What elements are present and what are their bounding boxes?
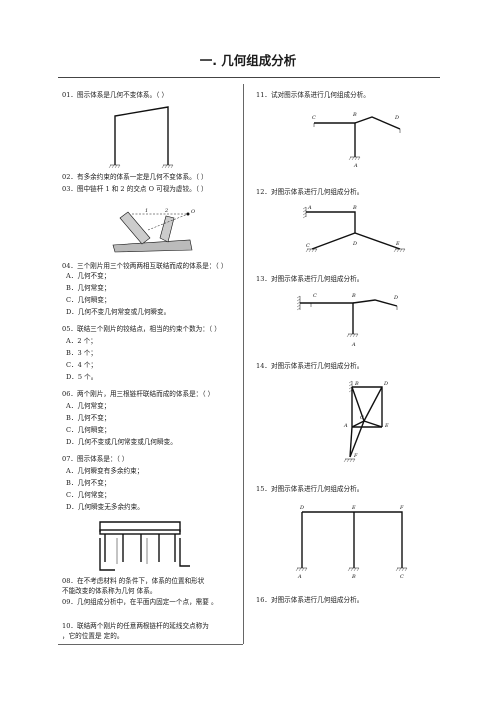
label-b: B xyxy=(351,293,356,299)
q05-option-d: D．5 个。 xyxy=(66,373,98,381)
question-02: 02．有多余约束的体系一定是几何不变体系。（ ） xyxy=(62,173,208,181)
question-04: 04．三个刚片用三个铰两两相互联结而成的体系是：（ ） xyxy=(62,262,228,270)
figure-q03-links: 1 2 O xyxy=(112,208,195,253)
q07-option-b: B．几何不变； xyxy=(66,479,111,487)
q04-option-c: C．几何瞬变； xyxy=(66,296,111,304)
page-title: 一. 几何组成分析 xyxy=(199,53,297,68)
label-d: D xyxy=(393,295,398,301)
label-d: D xyxy=(352,241,357,247)
label-c: C xyxy=(313,293,317,299)
figure-q14: B D C A E F xyxy=(343,380,389,463)
label-e: E xyxy=(384,423,389,429)
label-a: A xyxy=(297,574,302,580)
q04-option-a: A．几何不变； xyxy=(66,272,111,280)
label-d: D xyxy=(383,381,388,387)
q04-option-d: D．几何不变几何常变或几何瞬变。 xyxy=(66,308,171,316)
figure-q01-frame xyxy=(108,106,174,169)
q05-option-a: A．2 个； xyxy=(66,337,97,345)
column-divider xyxy=(243,84,244,644)
question-15: 15．对图示体系进行几何组成分析。 xyxy=(256,485,364,493)
q07-option-c: C．几何常变； xyxy=(66,491,111,499)
label-e: E xyxy=(351,505,356,511)
q05-option-b: B．3 个； xyxy=(66,349,97,357)
label-c: C xyxy=(312,115,316,121)
figure-q11: C B D A xyxy=(312,112,401,169)
label-a: A xyxy=(343,423,348,429)
bottom-divider xyxy=(58,644,243,645)
question-11: 11．试对图示体系进行几何组成分析。 xyxy=(256,91,370,99)
figure-q12: A B C D E xyxy=(302,205,406,253)
question-06: 06．两个刚片，用三根链杆联结而成的体系是：（ ） xyxy=(62,390,215,398)
q06-option-c: C．几何瞬变； xyxy=(66,426,111,434)
title-divider xyxy=(58,77,440,78)
label-d: D xyxy=(394,115,399,121)
label-c: C xyxy=(306,243,310,249)
question-07: 07．图示体系是：（ ） xyxy=(62,455,129,463)
question-08-line2: 不能改变的体系称为几何 体系。 xyxy=(62,587,157,595)
question-14: 14．对图示体系进行几何组成分析。 xyxy=(256,362,364,370)
label-f: F xyxy=(353,453,358,459)
question-05: 05．联结三个刚片的铰结点，相当的约束个数为：（ ） xyxy=(62,325,221,333)
label-b: B xyxy=(352,205,357,211)
question-16: 16．对图示体系进行几何组成分析。 xyxy=(256,596,364,604)
q07-option-d: D．几何瞬变无多余约束。 xyxy=(66,503,144,511)
label-e: E xyxy=(395,241,400,247)
label-f: F xyxy=(399,505,404,511)
label-1: 1 xyxy=(145,208,148,214)
label-o: O xyxy=(191,209,195,215)
question-08-line1: 08．在不考虑材料 的条件下，体系的位置和形状 xyxy=(62,577,205,585)
q07-option-a: A．几何瞬变有多余约束； xyxy=(66,467,144,475)
label-a: A xyxy=(351,342,356,348)
figure-q13: C B D A xyxy=(296,293,398,348)
label-c: C xyxy=(360,415,364,421)
question-12: 12．对图示体系进行几何组成分析。 xyxy=(256,188,364,196)
figure-q07-system xyxy=(99,521,190,571)
q06-option-d: D．几何不变或几何常变或几何瞬变。 xyxy=(66,438,177,446)
question-10-line2: ，它的位置是 定的。 xyxy=(62,632,124,640)
label-d: D xyxy=(299,505,304,511)
label-c: C xyxy=(400,574,404,580)
label-a: A xyxy=(307,205,312,211)
question-13: 13．对图示体系进行几何组成分析。 xyxy=(256,275,364,283)
label-b: B xyxy=(351,574,356,580)
question-09: 09．几何组成分析中，在平面内固定一个点，需要 。 xyxy=(62,598,218,606)
question-03: 03．图中链杆 1 和 2 的交点 O 可视为虚铰。（ ） xyxy=(62,185,208,193)
label-b: B xyxy=(352,112,357,118)
q06-option-b: B．几何不变； xyxy=(66,414,111,422)
figure-q15: D E F A B C xyxy=(295,505,408,580)
question-01: 01．图示体系是几何不变体系。（ ） xyxy=(62,91,169,99)
q04-option-b: B．几何常变； xyxy=(66,284,111,292)
label-b: B xyxy=(354,381,359,387)
label-2: 2 xyxy=(164,208,168,214)
question-10-line1: 10．联结两个刚片的任意两根链杆的延线交点称为 xyxy=(62,622,209,630)
q06-option-a: A．几何常变； xyxy=(66,402,111,410)
q05-option-c: C．4 个； xyxy=(66,361,98,369)
label-a: A xyxy=(353,163,358,169)
